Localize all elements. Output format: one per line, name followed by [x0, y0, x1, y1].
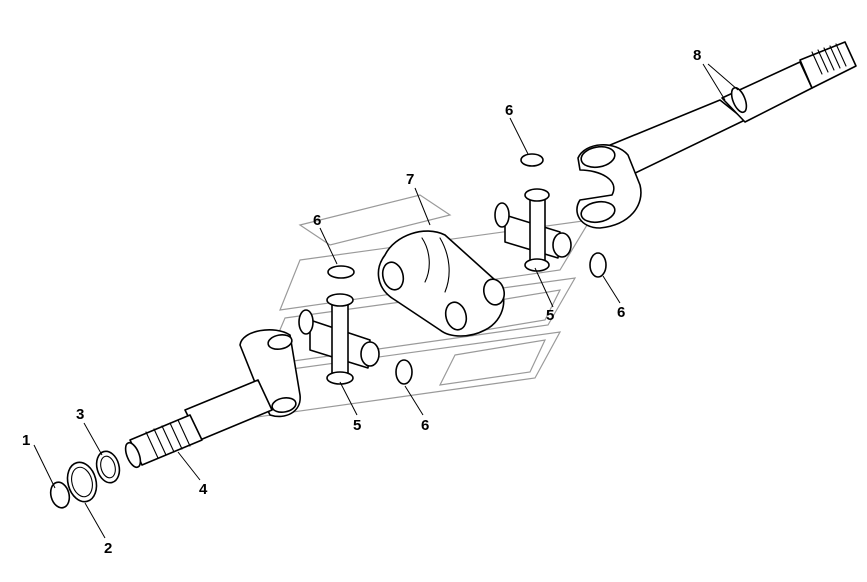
- callout-2: 2: [104, 540, 112, 557]
- part-7-center-yoke: [377, 230, 506, 337]
- part-6-snap-rings: [327, 153, 607, 385]
- part-1-circlip: [49, 481, 71, 509]
- callout-8: 8: [693, 47, 701, 64]
- callout-labels: 1 2 3 4 5 5 6 6 6 6 7 8: [22, 47, 701, 557]
- callout-7: 7: [406, 171, 414, 188]
- part-8-output-shaft: [597, 41, 857, 179]
- right-yoke: [576, 144, 642, 229]
- part-5-cross-upper: [494, 188, 572, 272]
- callout-6-bottom: 6: [421, 417, 429, 434]
- callout-6-right: 6: [617, 304, 625, 321]
- callout-6-left: 6: [313, 212, 321, 229]
- part-5-cross-lower: [298, 293, 380, 385]
- callout-3: 3: [76, 406, 84, 423]
- callout-5-lower: 5: [353, 417, 361, 434]
- part-4-input-shaft: [124, 379, 273, 469]
- leader-lines: [33, 63, 739, 539]
- callout-4: 4: [199, 481, 208, 498]
- part-2-washer: [66, 461, 98, 503]
- part-3-retainer-ring: [95, 450, 121, 484]
- left-yoke: [239, 329, 301, 418]
- callout-1: 1: [22, 432, 30, 449]
- callout-5-upper: 5: [546, 307, 554, 324]
- callout-6-top: 6: [505, 102, 513, 119]
